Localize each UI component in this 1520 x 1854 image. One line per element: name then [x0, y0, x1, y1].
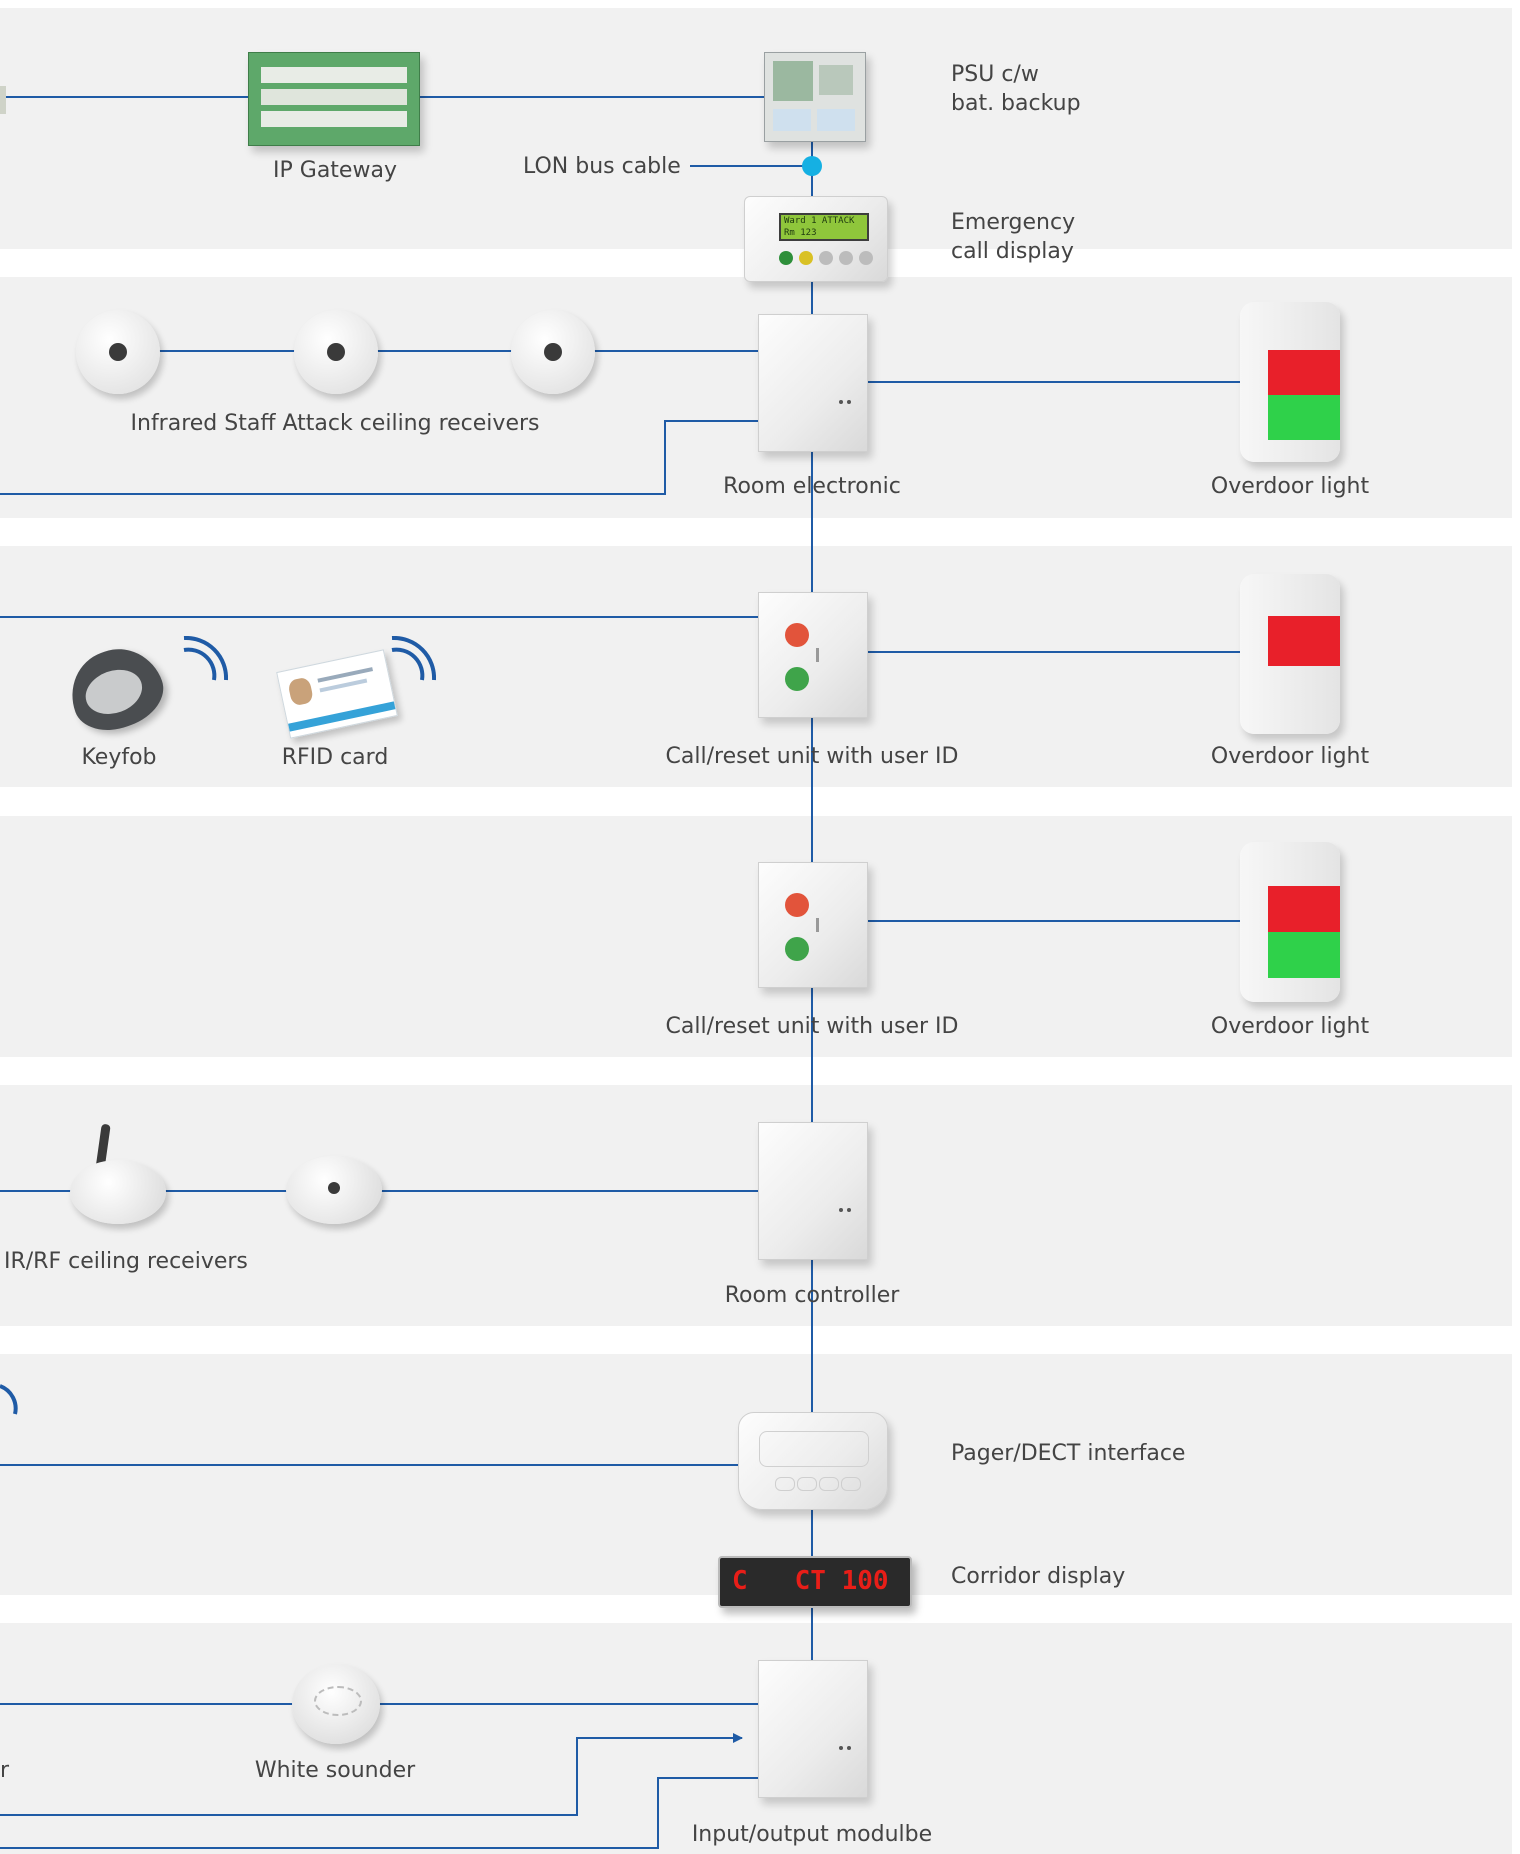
overdoor-light-1: [1240, 302, 1340, 462]
corridor-led-text: C CT 100: [732, 1566, 889, 1596]
cut-off-label: r: [0, 1758, 10, 1783]
psu-label-line1: PSU c/w: [951, 62, 1039, 87]
overdoor-light-label-2: Overdoor light: [1210, 744, 1370, 769]
overdoor-light-label-3: Overdoor light: [1210, 1014, 1370, 1039]
call-reset-label-1: Call/reset unit with user ID: [665, 744, 959, 769]
lon-bus-cable-label: LON bus cable: [523, 154, 681, 179]
staff-attack-return: [0, 420, 760, 495]
white-sounder-label: White sounder: [254, 1758, 416, 1783]
ip-gateway-device: [248, 52, 420, 146]
emergency-lcd-line2: Rm 123: [784, 228, 817, 238]
signal-arc-partial: [0, 1384, 18, 1415]
emergency-display-label-line2: call display: [951, 239, 1074, 264]
rfid-card-label: RFID card: [281, 745, 389, 770]
ir-staff-attack-label: Infrared Staff Attack ceiling receivers: [130, 411, 540, 436]
io-module-label: Input/output modulbe: [691, 1822, 933, 1847]
io-input-arrow: [0, 1733, 743, 1816]
keyfob-signal-icon: [183, 636, 228, 681]
keyfob-label: Keyfob: [81, 745, 157, 770]
white-sounder-device: [292, 1664, 380, 1744]
rfid-signal-icon: [391, 636, 436, 681]
ceiling-receiver-3: [511, 310, 595, 394]
call-reset-label-2: Call/reset unit with user ID: [665, 1014, 959, 1039]
psu-label: PSU c/w bat. backup: [951, 60, 1081, 118]
call-reset-unit-1: [758, 592, 868, 718]
corridor-display-device: C CT 100: [718, 1556, 912, 1608]
emergency-display-label-line1: Emergency: [951, 210, 1076, 235]
io-output-link: [0, 1777, 760, 1849]
lon-bus-node: [802, 156, 822, 176]
pager-dect-label: Pager/DECT interface: [951, 1441, 1186, 1466]
overdoor-light-3: [1240, 842, 1340, 1002]
psu-device: [764, 52, 866, 142]
emergency-display-label: Emergency call display: [951, 208, 1075, 266]
overdoor-light-2: [1240, 574, 1340, 734]
room-controller-label: Room controller: [724, 1283, 900, 1308]
ir-rf-receivers-label: IR/RF ceiling receivers: [4, 1249, 248, 1274]
ip-gateway-label: IP Gateway: [273, 158, 397, 183]
ceiling-receiver-1: [76, 310, 160, 394]
ir-rf-receiver-2: [286, 1156, 382, 1224]
emergency-lcd-screen: Ward 1 ATTACK Rm 123: [779, 213, 869, 241]
ir-rf-receiver-1: [70, 1160, 166, 1224]
left-device-partial: [0, 86, 6, 114]
ceiling-receiver-2: [294, 310, 378, 394]
emergency-call-display-device: Ward 1 ATTACK Rm 123: [744, 196, 888, 282]
band-ir-rf: [0, 1085, 1512, 1326]
overdoor-light-label-1: Overdoor light: [1210, 474, 1370, 499]
emergency-lcd-line1: Ward 1 ATTACK: [784, 216, 855, 226]
room-controller-device: [758, 1122, 868, 1260]
room-electronic-label: Room electronic: [723, 474, 901, 499]
pager-dect-interface-device: [738, 1412, 888, 1510]
psu-label-line2: bat. backup: [951, 91, 1081, 116]
io-module-device: [758, 1660, 868, 1798]
corridor-display-label: Corridor display: [951, 1564, 1126, 1589]
room-electronic-device: [758, 314, 868, 452]
call-reset-unit-2: [758, 862, 868, 988]
